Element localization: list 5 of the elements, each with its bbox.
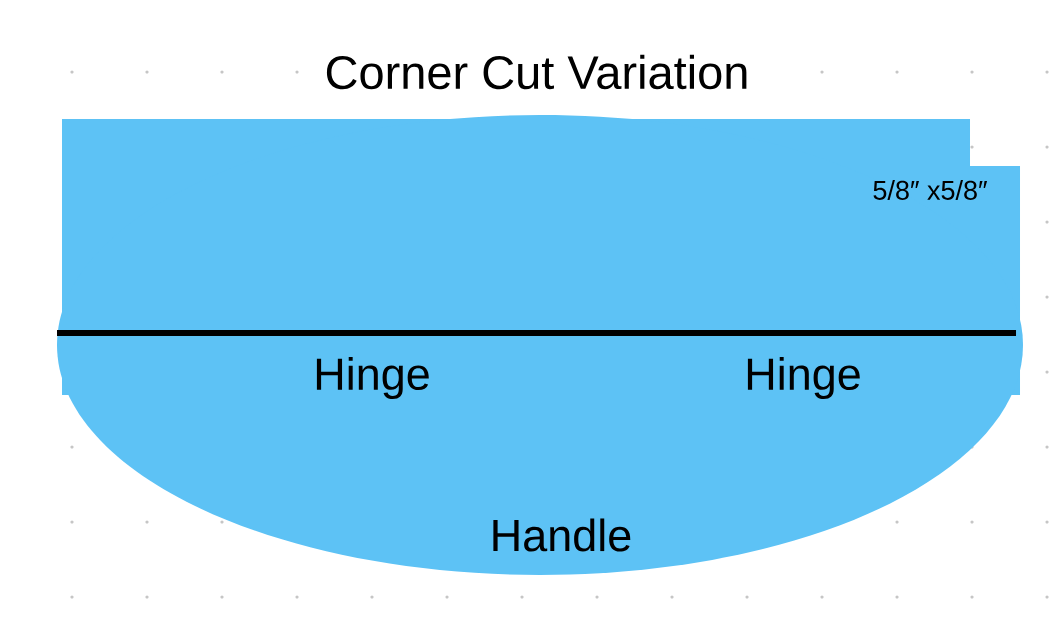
handle-label: Handle [493, 518, 631, 552]
title: Corner Cut Variation [320, 50, 754, 94]
hinge-label: Hinge [316, 357, 429, 399]
hinge-label: Hinge [747, 357, 860, 399]
dimension-label: 5/8″ x5/8″ [873, 180, 988, 200]
